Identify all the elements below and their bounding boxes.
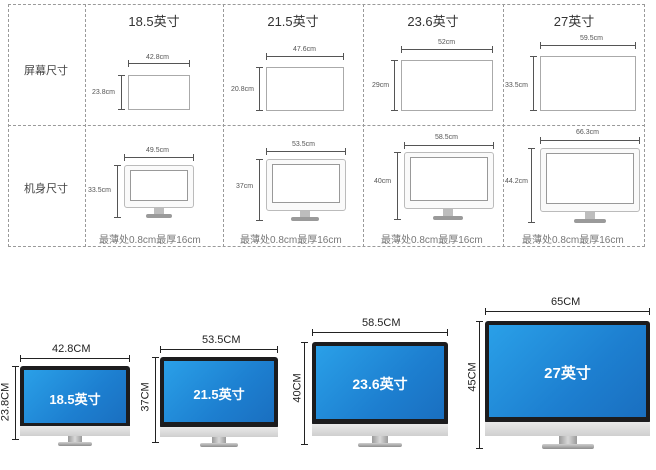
table-divider-col-0 <box>85 4 86 247</box>
screen-height-label-21-5: 20.8cm <box>231 86 254 93</box>
width-dim-23-6 <box>312 329 448 336</box>
height-dim-18-5 <box>12 366 19 440</box>
height-dim-27 <box>476 321 483 449</box>
screen-width-dim-21-5 <box>266 53 344 60</box>
screen-outline-23-6 <box>401 60 493 111</box>
screen-width-dim-18-5 <box>128 60 190 67</box>
thickness-note-21-5: 最薄处0.8cm最厚16cm <box>240 235 342 246</box>
body-height-dim-18-5 <box>114 165 121 218</box>
height-dim-21-5 <box>152 357 159 443</box>
screen-width-label-23-6: 52cm <box>438 39 456 46</box>
body-height-label-21-5: 37cm <box>236 183 254 190</box>
col-title-23-6: 23.6英寸 <box>407 14 459 29</box>
body-width-dim-27 <box>540 137 640 144</box>
screen-height-dim-27 <box>530 56 537 111</box>
screen-height-dim-18-5 <box>118 75 125 110</box>
col-title-18-5: 18.5英寸 <box>128 14 180 29</box>
body-width-label-23-6: 58.5cm <box>435 134 458 141</box>
screen-height-dim-23-6 <box>391 60 398 111</box>
body-width-dim-21-5 <box>266 148 346 155</box>
screen-height-label-23-6: 29cm <box>372 82 390 89</box>
body-width-dim-23-6 <box>404 142 494 149</box>
body-width-label-18-5: 49.5cm <box>146 147 169 154</box>
table-divider-row <box>8 125 645 126</box>
screen-width-dim-23-6 <box>401 46 493 53</box>
body-width-dim-18-5 <box>124 154 194 161</box>
height-label-18-5: 23.8CM <box>0 382 12 422</box>
screen-label-23-6: 23.6英寸 <box>352 376 408 392</box>
screen-label-18-5: 18.5英寸 <box>49 392 101 407</box>
screen-width-label-21-5: 47.6cm <box>293 46 316 53</box>
thickness-note-23-6: 最薄处0.8cm最厚16cm <box>381 235 483 246</box>
body-height-label-27: 44.2cm <box>505 178 528 185</box>
body-height-label-18-5: 33.5cm <box>88 187 111 194</box>
screen-height-dim-21-5 <box>256 67 263 111</box>
screen-width-label-18-5: 42.8cm <box>146 54 169 61</box>
height-label-21-5: 37CM <box>139 382 152 412</box>
col-title-27: 27英寸 <box>553 14 595 29</box>
body-height-dim-21-5 <box>256 159 263 221</box>
height-label-27: 45CM <box>466 362 479 392</box>
width-dim-21-5 <box>160 346 278 353</box>
screen-outline-18-5 <box>128 75 190 110</box>
width-label-23-6: 58.5CM <box>362 317 401 329</box>
row-label-body: 机身尺寸 <box>24 183 68 195</box>
table-divider-col-3 <box>503 4 504 247</box>
height-label-23-6: 40CM <box>291 373 304 403</box>
width-label-18-5: 42.8CM <box>52 343 91 355</box>
screen-width-label-27: 59.5cm <box>580 35 603 42</box>
thickness-note-18-5: 最薄处0.8cm最厚16cm <box>99 235 201 246</box>
screen-height-label-27: 33.5cm <box>505 82 528 89</box>
row-label-screen: 屏幕尺寸 <box>24 65 68 77</box>
screen-width-dim-27 <box>540 42 636 49</box>
thickness-note-27: 最薄处0.8cm最厚16cm <box>522 235 624 246</box>
screen-outline-27 <box>540 56 636 111</box>
body-width-label-27: 66.3cm <box>576 129 599 136</box>
screen-height-label-18-5: 23.8cm <box>92 89 115 96</box>
width-label-21-5: 53.5CM <box>202 334 241 346</box>
screen-outline-21-5 <box>266 67 344 111</box>
col-title-21-5: 21.5英寸 <box>267 14 319 29</box>
body-height-dim-23-6 <box>394 152 401 220</box>
body-height-dim-27 <box>528 148 535 223</box>
width-label-27: 65CM <box>551 296 581 308</box>
screen-label-21-5: 21.5英寸 <box>193 387 245 402</box>
table-divider-col-1 <box>223 4 224 247</box>
width-dim-27 <box>485 308 650 315</box>
screen-label-27: 27英寸 <box>544 365 591 382</box>
body-width-label-21-5: 53.5cm <box>292 141 315 148</box>
body-height-label-23-6: 40cm <box>374 178 392 185</box>
height-dim-23-6 <box>301 342 308 445</box>
table-divider-col-2 <box>363 4 364 247</box>
width-dim-18-5 <box>20 355 130 362</box>
